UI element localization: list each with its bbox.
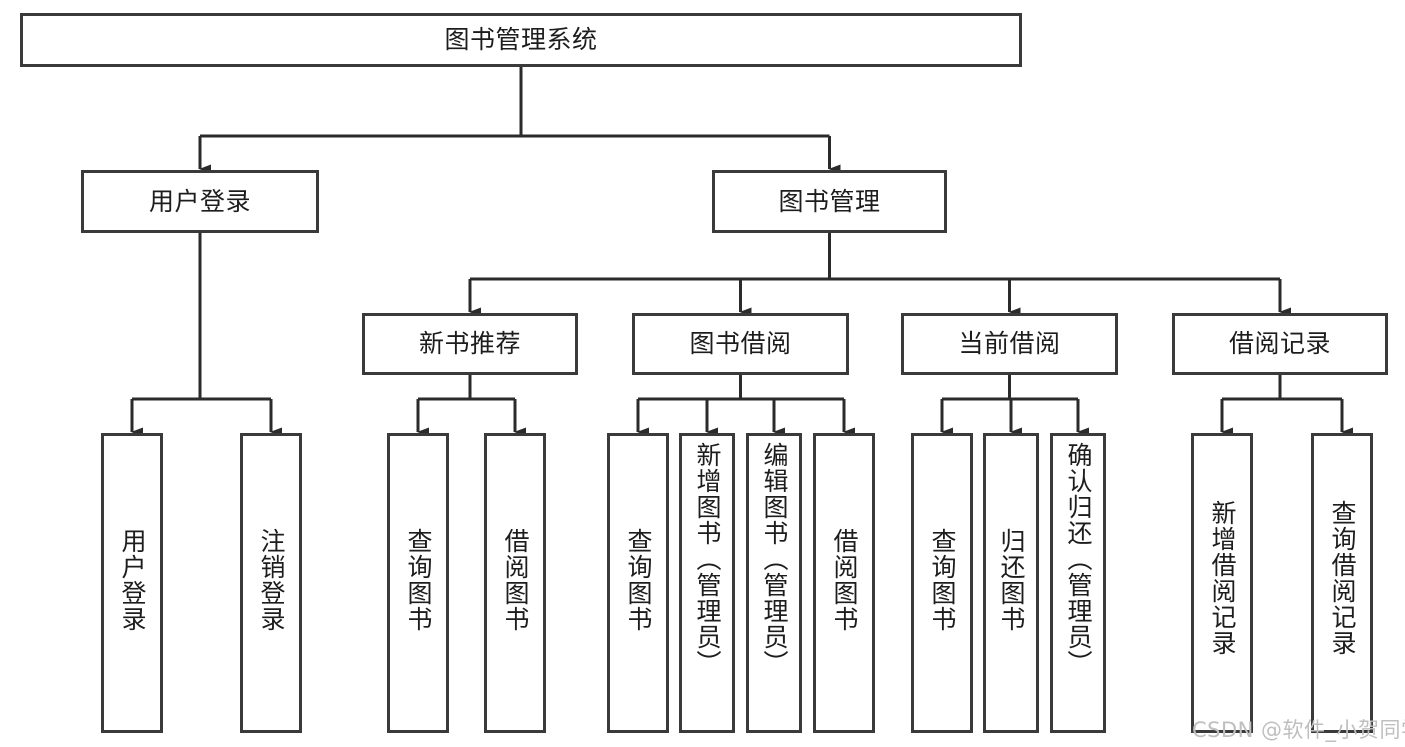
- node-label: 用户登录: [148, 186, 251, 216]
- node-label: 用户登录: [118, 528, 147, 632]
- node-label: 当前借阅: [958, 329, 1061, 358]
- node-leaf-confirm-return[interactable]: 确认归还（管理员）: [1050, 433, 1106, 733]
- node-label: 借阅记录: [1228, 329, 1331, 358]
- node-leaf-query-book-2[interactable]: 查询图书: [607, 433, 669, 733]
- node-label: 图书借阅: [689, 329, 792, 358]
- node-label: 图书管理: [778, 186, 881, 216]
- node-new-book-recommend[interactable]: 新书推荐: [362, 313, 578, 375]
- node-label: 注销登录: [257, 528, 286, 632]
- node-leaf-user-login[interactable]: 用户登录: [101, 433, 163, 733]
- node-label: 归还图书: [997, 528, 1026, 632]
- node-leaf-query-record[interactable]: 查询借阅记录: [1311, 433, 1373, 733]
- node-leaf-add-record[interactable]: 新增借阅记录: [1191, 433, 1253, 733]
- node-label: 确认归还（管理员）: [1064, 442, 1093, 676]
- node-label: 查询图书: [928, 528, 957, 632]
- node-book-manage[interactable]: 图书管理: [712, 170, 947, 233]
- node-label: 新增借阅记录: [1208, 500, 1237, 656]
- node-label: 新书推荐: [418, 329, 521, 358]
- node-current-borrow[interactable]: 当前借阅: [901, 313, 1118, 375]
- node-label: 图书管理系统: [444, 25, 598, 54]
- node-user-login[interactable]: 用户登录: [81, 170, 319, 233]
- node-leaf-add-book[interactable]: 新增图书（管理员）: [679, 433, 735, 733]
- node-label: 借阅图书: [830, 528, 859, 632]
- node-label: 编辑图书（管理员）: [760, 442, 789, 676]
- node-label: 借阅图书: [501, 528, 530, 632]
- node-leaf-borrow-book-1[interactable]: 借阅图书: [484, 433, 546, 733]
- node-label: 查询图书: [624, 528, 653, 632]
- node-label: 查询借阅记录: [1328, 500, 1357, 656]
- node-leaf-query-book-3[interactable]: 查询图书: [911, 433, 973, 733]
- node-leaf-logout[interactable]: 注销登录: [240, 433, 302, 733]
- node-label: 新增图书（管理员）: [693, 442, 722, 676]
- node-root[interactable]: 图书管理系统: [20, 13, 1022, 67]
- node-leaf-borrow-book-2[interactable]: 借阅图书: [813, 433, 875, 733]
- node-borrow-record[interactable]: 借阅记录: [1172, 313, 1388, 375]
- node-leaf-edit-book[interactable]: 编辑图书（管理员）: [746, 433, 802, 733]
- node-label: 查询图书: [404, 528, 433, 632]
- node-leaf-return-book[interactable]: 归还图书: [983, 433, 1039, 733]
- node-leaf-query-book-1[interactable]: 查询图书: [387, 433, 449, 733]
- csdn-watermark: CSDN @软件_小贺同学: [1192, 718, 1405, 742]
- node-book-borrow[interactable]: 图书借阅: [632, 313, 849, 375]
